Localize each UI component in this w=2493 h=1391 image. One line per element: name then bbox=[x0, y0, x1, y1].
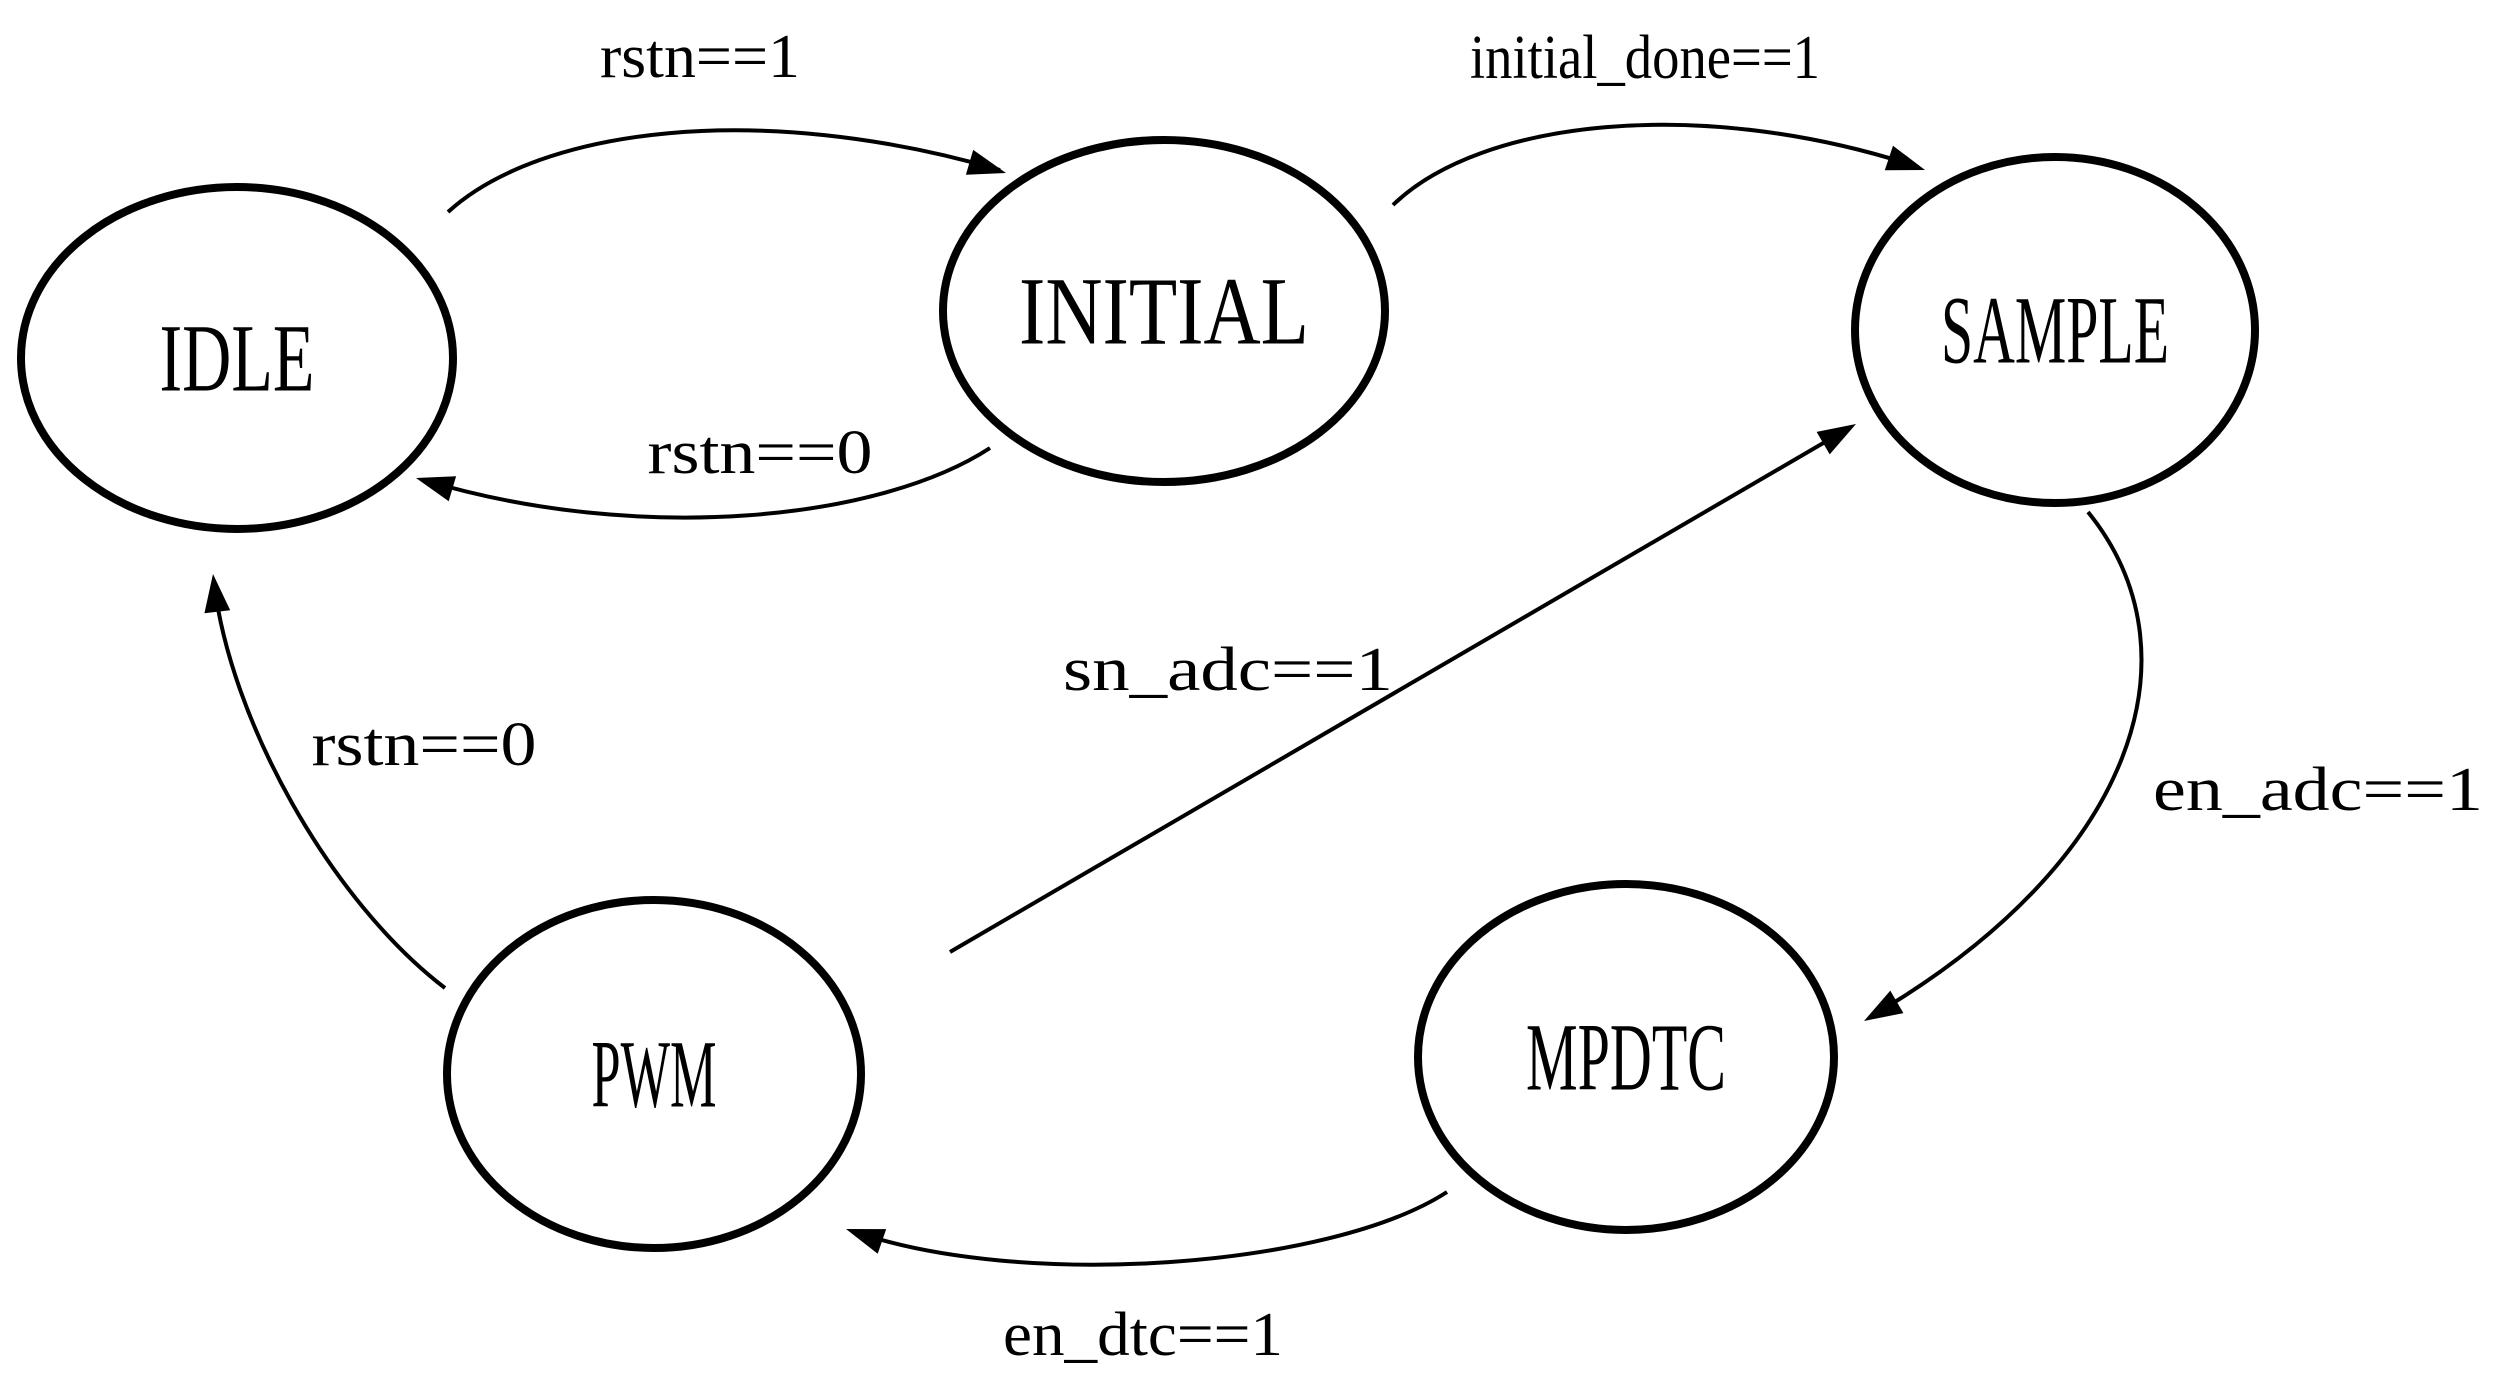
arrowhead-icon bbox=[416, 476, 457, 502]
transition-label-sample-to-mpdtc: en_adc==1 bbox=[2153, 756, 2483, 824]
transition-label-idle-to-initial: rstn==1 bbox=[600, 23, 800, 91]
state-initial-ellipse bbox=[939, 136, 1389, 486]
transition-label-initial-to-idle: rstn==0 bbox=[648, 419, 873, 487]
state-mpdtc-ellipse bbox=[1414, 880, 1838, 1234]
arrowhead-icon bbox=[204, 574, 231, 614]
arrowhead-icon bbox=[1864, 990, 1904, 1021]
state-sample-ellipse bbox=[1851, 153, 2259, 507]
transition-pwm-to-idle-curve bbox=[212, 581, 447, 990]
state-idle-ellipse bbox=[17, 183, 457, 533]
transition-sample-to-mpdtc-curve bbox=[1868, 510, 2144, 1019]
state-pwm-ellipse bbox=[443, 896, 865, 1252]
transition-label-pwm-to-sample: sn_adc==1 bbox=[1063, 636, 1393, 704]
arrowhead-icon bbox=[1816, 424, 1856, 455]
state-label-pwm: PWM bbox=[592, 1021, 717, 1128]
transition-label-mpdtc-to-pwm: en_dtc==1 bbox=[1003, 1301, 1283, 1369]
arrowhead-icon bbox=[965, 149, 1006, 175]
state-label-initial: INITIAL bbox=[1019, 258, 1309, 365]
transition-label-pwm-to-idle: rstn==0 bbox=[312, 711, 537, 779]
state-label-mpdtc: MPDTC bbox=[1526, 1004, 1726, 1111]
arrowhead-icon bbox=[846, 1229, 887, 1254]
transition-initial-to-idle-curve bbox=[423, 446, 992, 520]
transition-pwm-to-sample-curve bbox=[948, 426, 1851, 954]
transition-mpdtc-to-pwm-curve bbox=[852, 1190, 1449, 1267]
transition-idle-to-initial-curve bbox=[446, 128, 1001, 214]
transition-label-initial-to-sample: initial_done==1 bbox=[1470, 24, 1820, 92]
arrowhead-icon bbox=[1884, 145, 1925, 171]
state-label-sample: SAMPLE bbox=[1941, 277, 2169, 384]
transition-initial-to-sample-curve bbox=[1391, 122, 1919, 207]
state-label-idle: IDLE bbox=[160, 305, 315, 412]
